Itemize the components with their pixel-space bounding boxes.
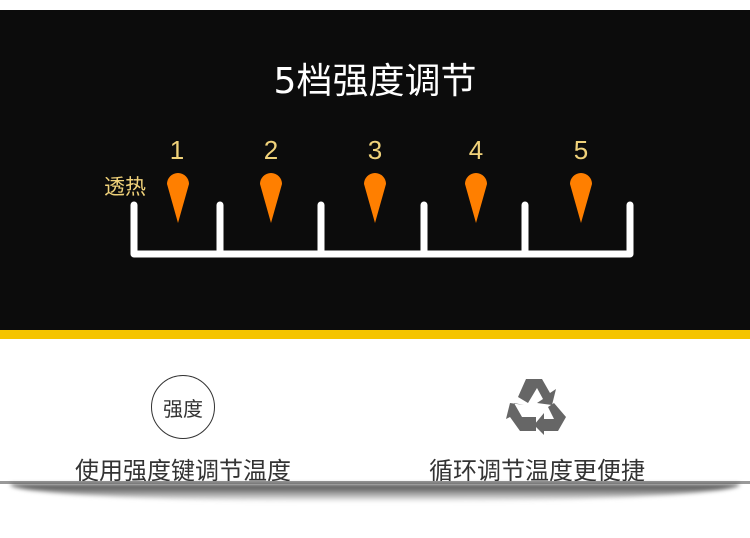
level-number: 2 bbox=[263, 135, 279, 165]
drop-icon bbox=[465, 173, 487, 223]
level-number: 5 bbox=[573, 135, 589, 165]
recycle-icon bbox=[506, 379, 566, 435]
drop-icon bbox=[364, 173, 386, 223]
level-number: 4 bbox=[468, 135, 484, 165]
heat-label: 透热 bbox=[104, 175, 146, 199]
drop-icon bbox=[260, 173, 282, 223]
shadow-decoration bbox=[10, 484, 740, 502]
icon-text: 强度 bbox=[163, 396, 203, 421]
drop-icon bbox=[167, 173, 189, 223]
yellow-stripe bbox=[0, 330, 750, 339]
feature-cycle: 循环调节温度更便捷 bbox=[387, 370, 687, 486]
feature-strength: 强度 使用强度键调节温度 bbox=[33, 370, 333, 486]
level-number: 1 bbox=[169, 135, 185, 165]
level-number: 3 bbox=[367, 135, 383, 165]
page-title: 5档强度调节 bbox=[273, 61, 477, 102]
feature-text: 使用强度键调节温度 bbox=[75, 457, 291, 485]
dark-panel bbox=[0, 10, 750, 330]
drop-icon bbox=[570, 173, 592, 223]
feature-text: 循环调节温度更便捷 bbox=[429, 457, 645, 485]
divider bbox=[0, 481, 750, 484]
strength-circle-icon: 强度 bbox=[151, 375, 215, 439]
level-scale bbox=[130, 173, 634, 258]
